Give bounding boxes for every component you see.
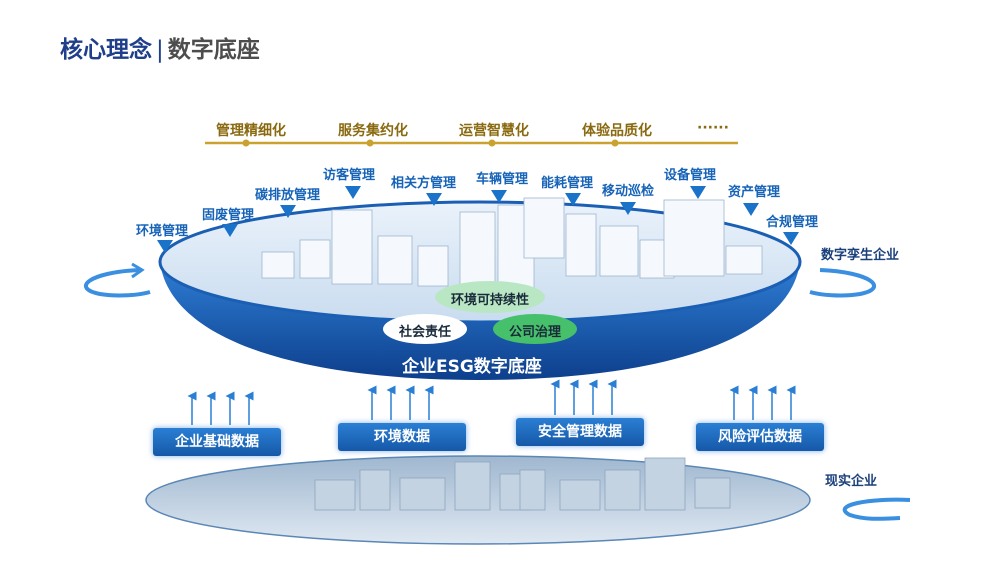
goal-quality-experience: 体验品质化: [582, 123, 652, 139]
label-real-enterprise: 现实企业: [825, 474, 878, 489]
rotation-arrow-real: [842, 497, 911, 521]
real-city-buildings: [314, 457, 731, 511]
data-upload-arrows: [187, 379, 796, 425]
data-box-risk-assessment: 风险评估数据: [696, 423, 824, 451]
module-environment: 环境管理: [136, 224, 189, 239]
module-mobile-inspection: 移动巡检: [602, 184, 655, 199]
title-separator: |: [156, 37, 164, 63]
pointer-triangle-icon: [690, 186, 706, 199]
esg-clouds: [383, 281, 577, 344]
digital-city-buildings: [261, 197, 763, 290]
timeline-dot: [488, 139, 496, 147]
cloud-social-responsibility: 社会责任: [398, 325, 451, 340]
data-box-enterprise-basic: 企业基础数据: [153, 428, 281, 456]
goal-fine-management: 管理精细化: [216, 123, 286, 139]
rotation-arrow-right: [809, 268, 876, 298]
pointer-triangle-icon: [620, 202, 636, 215]
rotation-arrow-left: [84, 262, 151, 298]
module-solid-waste: 固废管理: [202, 208, 255, 223]
platform-label: 企业ESG数字底座: [402, 357, 542, 377]
module-stakeholder: 相关方管理: [391, 176, 457, 191]
module-asset: 资产管理: [728, 185, 781, 200]
pointer-triangle-icon: [157, 240, 173, 253]
title-sub: 数字底座: [167, 37, 260, 63]
module-energy: 能耗管理: [541, 176, 594, 191]
pointer-triangle-icon: [743, 203, 759, 216]
cloud-corporate-governance: 公司治理: [508, 325, 561, 340]
module-vehicle: 车辆管理: [476, 172, 529, 187]
timeline-dot: [242, 139, 250, 147]
pointer-triangle-icon: [280, 205, 296, 218]
timeline-dot: [611, 139, 619, 147]
pointer-triangle-icon: [345, 186, 361, 199]
title-main: 核心理念: [60, 37, 152, 63]
pointer-triangle-icon: [565, 193, 581, 206]
module-compliance: 合规管理: [766, 215, 819, 230]
label-digital-twin: 数字孪生企业: [821, 248, 900, 263]
cloud-environment-sustainability: 环境可持续性: [450, 293, 529, 308]
goal-smart-operation: 运营智慧化: [459, 123, 529, 139]
data-box-environment: 环境数据: [338, 423, 466, 451]
timeline-dot: [366, 139, 374, 147]
pointer-triangle-icon: [222, 224, 238, 237]
pointer-triangle-icon: [491, 190, 507, 203]
module-carbon: 碳排放管理: [255, 188, 321, 203]
data-box-safety-management: 安全管理数据: [516, 418, 644, 446]
module-equipment: 设备管理: [664, 168, 717, 183]
page-title: 核心理念|数字底座: [60, 30, 260, 64]
module-visitor: 访客管理: [323, 168, 376, 183]
pointer-triangle-icon: [783, 232, 799, 245]
pointer-triangle-icon: [426, 193, 442, 206]
goal-more: ······: [697, 120, 729, 136]
goal-intensive-service: 服务集约化: [338, 123, 408, 139]
